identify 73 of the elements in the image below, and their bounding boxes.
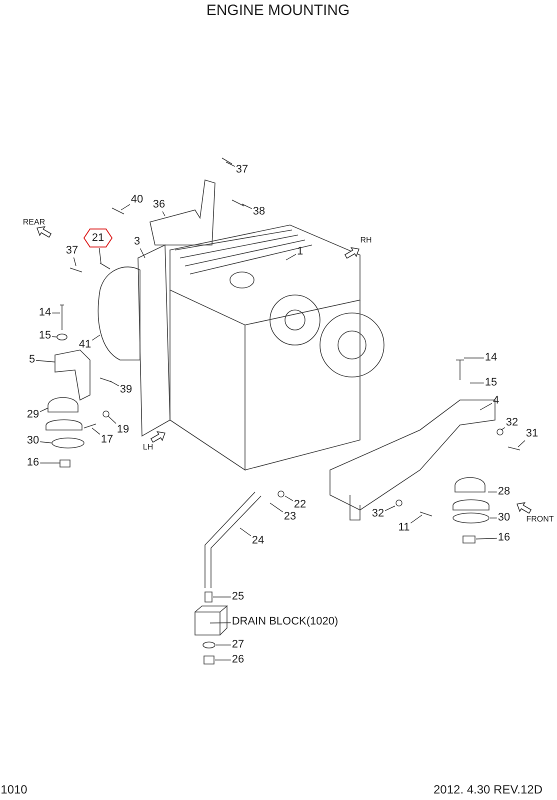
leader-line xyxy=(73,257,76,266)
title: ENGINE MOUNTING xyxy=(205,2,351,20)
callout-number: 31 xyxy=(524,428,540,440)
callout-number: 15 xyxy=(38,330,52,342)
callout-number: 22 xyxy=(292,498,308,512)
callout-number: 27 xyxy=(230,638,246,652)
leader-line xyxy=(212,596,232,598)
callout-number: 30 xyxy=(496,512,512,524)
callout-number: 37 xyxy=(234,164,250,176)
leader-line xyxy=(210,622,232,624)
leader-line xyxy=(92,334,100,341)
leader-line xyxy=(98,248,102,264)
callout-number: 23 xyxy=(282,510,298,524)
callout-number: 32 xyxy=(504,416,520,430)
leader-line xyxy=(226,162,236,167)
direction-label: REAR xyxy=(22,216,46,228)
revision-date: 2012. 4.30 REV.12D xyxy=(432,784,544,796)
leader-line xyxy=(500,427,506,430)
leader-line xyxy=(40,462,60,464)
direction-label: LH xyxy=(142,442,154,454)
callout-number: 37 xyxy=(64,244,80,258)
leader-line xyxy=(120,204,130,210)
callout-number: 19 xyxy=(116,424,130,436)
callout-number: 29 xyxy=(26,408,40,422)
leader-line xyxy=(240,528,252,536)
callout-number: 26 xyxy=(230,654,246,666)
leader-line xyxy=(110,380,120,386)
leader-line xyxy=(140,248,146,258)
callout-number: 16 xyxy=(26,456,40,470)
callout-number: 1 xyxy=(296,246,304,258)
leader-line xyxy=(270,502,284,512)
leader-line xyxy=(108,416,116,424)
callout-number: 5 xyxy=(28,354,36,366)
callout-number: 28 xyxy=(496,486,512,498)
leader-line xyxy=(286,254,296,260)
leader-line xyxy=(40,441,52,444)
callout-number: 17 xyxy=(100,434,114,446)
leader-line xyxy=(480,402,492,410)
leader-line xyxy=(384,506,396,511)
leader-line xyxy=(518,440,526,448)
leader-line xyxy=(92,428,100,435)
direction-label: RH xyxy=(359,234,373,246)
leader-line xyxy=(36,360,56,362)
callout-number: 24 xyxy=(250,534,266,548)
callout-number: 3 xyxy=(132,236,142,248)
leader-line xyxy=(284,496,294,502)
leader-line xyxy=(242,204,252,209)
callout-number: 16 xyxy=(496,532,512,544)
page-number: 1010 xyxy=(0,784,28,796)
callout-number: 36 xyxy=(152,198,166,212)
callout-number: 40 xyxy=(130,194,144,206)
leader-line xyxy=(216,644,232,646)
callout-number: 25 xyxy=(230,590,246,604)
leader-line xyxy=(162,211,166,216)
part-label: DRAIN BLOCK(1020) xyxy=(230,616,340,628)
leader-line xyxy=(410,514,422,524)
callout-number: 11 xyxy=(397,522,411,534)
callout-number: 39 xyxy=(118,384,134,396)
highlighted-callout-number: 21 xyxy=(83,228,113,248)
callout-number: 38 xyxy=(252,206,266,218)
callout-number: 14 xyxy=(38,306,52,320)
leader-line xyxy=(476,538,498,540)
leader-line xyxy=(470,382,484,384)
callout-number: 15 xyxy=(484,376,498,390)
callout-number: 4 xyxy=(492,394,500,408)
callout-number: 41 xyxy=(78,338,92,352)
direction-label: FRONT xyxy=(525,514,555,526)
leader-line xyxy=(52,312,60,314)
leader-line xyxy=(52,336,58,338)
callout-number: 30 xyxy=(26,434,40,448)
leader-line xyxy=(40,408,48,412)
callout-number: 32 xyxy=(370,508,386,520)
callout-number: 14 xyxy=(484,352,498,364)
